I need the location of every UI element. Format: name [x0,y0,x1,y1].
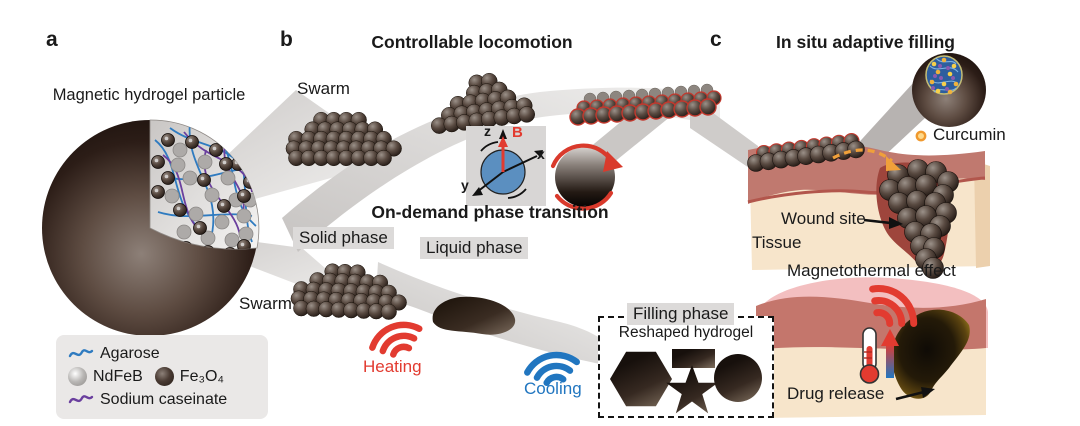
ndfeb-sphere-icon [68,367,87,386]
drug-blob [891,309,970,399]
curcumin-dot-icon [915,130,927,142]
legend-box: Agarose NdFeB Fe₃O₄ Sodium caseinate [56,335,268,419]
flattened-swarm-sheet [569,83,722,126]
heating-label: Heating [363,357,422,376]
phase-transition-title: On-demand phase transition [371,202,609,222]
tissue-upper-block [747,133,990,279]
b-field-arrow-icon [498,136,508,147]
reshaped-hydrogel-label: Reshaped hydrogel [618,324,754,341]
wound-site-arrow-icon [863,218,892,225]
legend-row-agarose: Agarose [68,342,268,365]
curcumin-particle-zoom [912,53,986,142]
filling-phase-label: Filling phase [627,303,735,325]
fe3o4-sphere-icon [154,367,174,386]
axis-x-label: x [537,146,545,162]
panel-c-label: c [710,28,722,51]
rolling-particle-zoom [550,143,623,211]
reshaped-circle [714,354,762,402]
liquid-phase-blob [432,296,516,335]
sodium-caseinate-squiggle-icon [68,394,94,403]
legend-row-caseinate: Sodium caseinate [68,388,268,411]
b-field-label: B [512,124,523,141]
legend-label-ndfeb: NdFeB [93,367,143,385]
drug-release-label: Drug release [787,384,885,403]
cooling-label: Cooling [524,379,582,398]
axis-z-label: z [484,123,491,139]
wound-site-cluster [879,159,959,279]
cooling-waves-icon [524,351,580,387]
curcumin-dots [929,57,959,95]
legend-label-caseinate: Sodium caseinate [100,390,228,408]
swarm-cluster-1 [285,111,402,167]
curcumin-label: Curcumin [933,125,1006,144]
agarose-squiggle-icon [68,348,94,357]
locomotion-title: Controllable locomotion [371,32,573,52]
swarm-cluster-solid-phase [290,263,407,320]
field-axes-inset [466,126,546,206]
drug-release-arrow-icon [895,390,925,401]
tissue-lower-block [756,277,988,418]
swarm-cluster-2 [431,72,535,134]
legend-label-fe3o4: Fe₃O₄ [179,367,224,385]
adaptive-filling-title: In situ adaptive filling [776,32,955,52]
tissue-label: Tissue [752,233,802,252]
panel-a-title: Magnetic hydrogel particle [52,86,246,104]
reshaped-rectangle [672,349,715,368]
legend-row-particles: NdFeB Fe₃O₄ [68,365,268,388]
thermometer-icon [859,327,880,384]
tissue-surface-swarm-sheet [747,133,865,172]
legend-label-agarose: Agarose [100,344,160,362]
wound-site-label: Wound site [781,209,866,228]
guidance-dashed-arrow [832,148,894,163]
panel-b-label: b [280,28,293,51]
temperature-arrow-icon [881,329,899,378]
liquid-phase-label: Liquid phase [420,237,529,259]
solid-phase-label: Solid phase [293,227,394,249]
magnetic-hydrogel-particle [42,119,260,336]
swarm-label-top: Swarm [297,79,350,98]
heating-waves-icon [369,321,423,358]
magnetothermal-waves-icon [869,285,918,328]
swarm-label-bottom: Swarm [239,294,292,313]
panel-a-label: a [46,28,58,51]
axis-y-label: y [461,177,469,193]
magnetothermal-label: Magnetothermal effect [787,261,956,280]
